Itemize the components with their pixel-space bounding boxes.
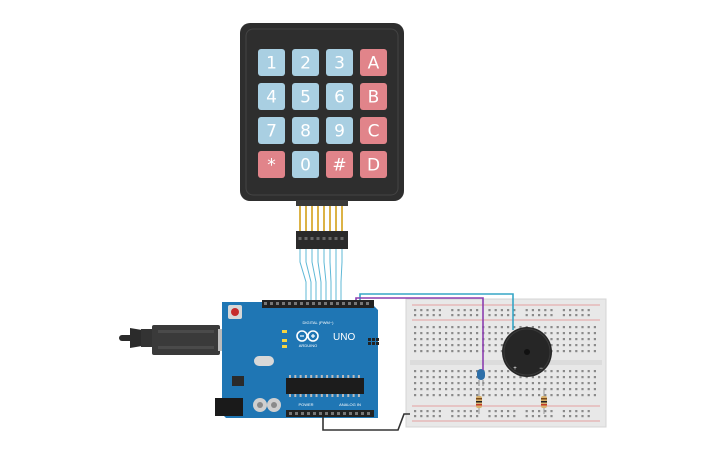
wire-ground bbox=[322, 413, 410, 431]
circuit-wires bbox=[322, 293, 514, 431]
keypad-key[interactable]: 1 bbox=[258, 49, 285, 76]
icsp-header bbox=[368, 338, 379, 345]
arduino-uno-board[interactable]: DIGITAL (PWM~) UNO ARDUINO bbox=[215, 300, 379, 418]
keypad-key[interactable]: 7 bbox=[258, 117, 285, 144]
buzzer-minus-marker: − bbox=[539, 366, 543, 372]
keypad-key[interactable]: B bbox=[360, 83, 387, 110]
digital-label: DIGITAL (PWM~) bbox=[303, 320, 335, 325]
keypad-key[interactable]: 6 bbox=[326, 83, 353, 110]
led[interactable] bbox=[477, 369, 485, 386]
resistor-led[interactable] bbox=[476, 388, 482, 414]
atmega-chip bbox=[286, 378, 364, 394]
power-analog-header bbox=[286, 410, 374, 417]
wire-led-signal bbox=[355, 297, 484, 370]
usb-plug bbox=[152, 325, 220, 355]
voltage-regulator bbox=[232, 376, 244, 386]
keypad-key[interactable]: C bbox=[360, 117, 387, 144]
arduino-logo-icon bbox=[296, 330, 319, 342]
keypad-key-label: 5 bbox=[300, 88, 311, 108]
keypad-key[interactable]: 0 bbox=[292, 151, 319, 178]
keypad-key-label: 8 bbox=[300, 122, 311, 142]
breadboard[interactable] bbox=[405, 298, 607, 428]
keypad-key[interactable]: 5 bbox=[292, 83, 319, 110]
keypad-key[interactable]: * bbox=[258, 151, 285, 178]
keypad-key-label: 3 bbox=[334, 54, 345, 74]
keypad-key-label: 2 bbox=[300, 54, 311, 74]
piezo-buzzer[interactable]: + − bbox=[502, 327, 552, 377]
wire-buzzer-signal bbox=[359, 293, 514, 330]
buzzer-plus-marker: + bbox=[513, 366, 517, 372]
keypad-key[interactable]: 3 bbox=[326, 49, 353, 76]
power-label: POWER bbox=[298, 402, 313, 407]
keypad-key[interactable]: # bbox=[326, 151, 353, 178]
power-jack bbox=[215, 398, 243, 416]
keypad-key-label: D bbox=[367, 156, 380, 176]
keypad-key[interactable]: 4 bbox=[258, 83, 285, 110]
keypad-key-label: C bbox=[368, 122, 380, 142]
keypad-keys: 1 2 3 A 4 5 6 B 7 8 9 C * 0 # D bbox=[258, 49, 387, 178]
keypad-key-label: 9 bbox=[334, 122, 345, 142]
keypad-header-connector bbox=[296, 231, 348, 249]
keypad-key-label: B bbox=[368, 88, 380, 108]
board-model: UNO bbox=[333, 332, 355, 343]
analog-label: ANALOG IN bbox=[339, 402, 361, 407]
keypad-key-label: A bbox=[368, 54, 380, 74]
keypad-key-label: 6 bbox=[334, 88, 345, 108]
keypad-key-label: * bbox=[267, 156, 276, 176]
keypad-wires bbox=[299, 249, 343, 302]
keypad-key-label: # bbox=[332, 156, 346, 176]
keypad-key[interactable]: 8 bbox=[292, 117, 319, 144]
keypad-key[interactable]: D bbox=[360, 151, 387, 178]
keypad-key-label: 1 bbox=[266, 54, 277, 74]
resistor-buzzer[interactable] bbox=[541, 388, 547, 414]
crystal-oscillator bbox=[254, 356, 274, 366]
keypad-key[interactable]: 9 bbox=[326, 117, 353, 144]
keypad-key-label: 7 bbox=[266, 122, 277, 142]
reset-button-cap[interactable] bbox=[231, 308, 239, 316]
keypad-key-label: 4 bbox=[266, 88, 277, 108]
keypad-border bbox=[245, 28, 399, 196]
keypad-ribbon-cable bbox=[296, 200, 348, 249]
keypad-key[interactable]: A bbox=[360, 49, 387, 76]
keypad-key[interactable]: 2 bbox=[292, 49, 319, 76]
keypad-key-label: 0 bbox=[300, 156, 311, 176]
keypad[interactable]: 1 2 3 A 4 5 6 B 7 8 9 C * 0 # D bbox=[240, 23, 404, 201]
board-brand: ARDUINO bbox=[299, 343, 317, 348]
